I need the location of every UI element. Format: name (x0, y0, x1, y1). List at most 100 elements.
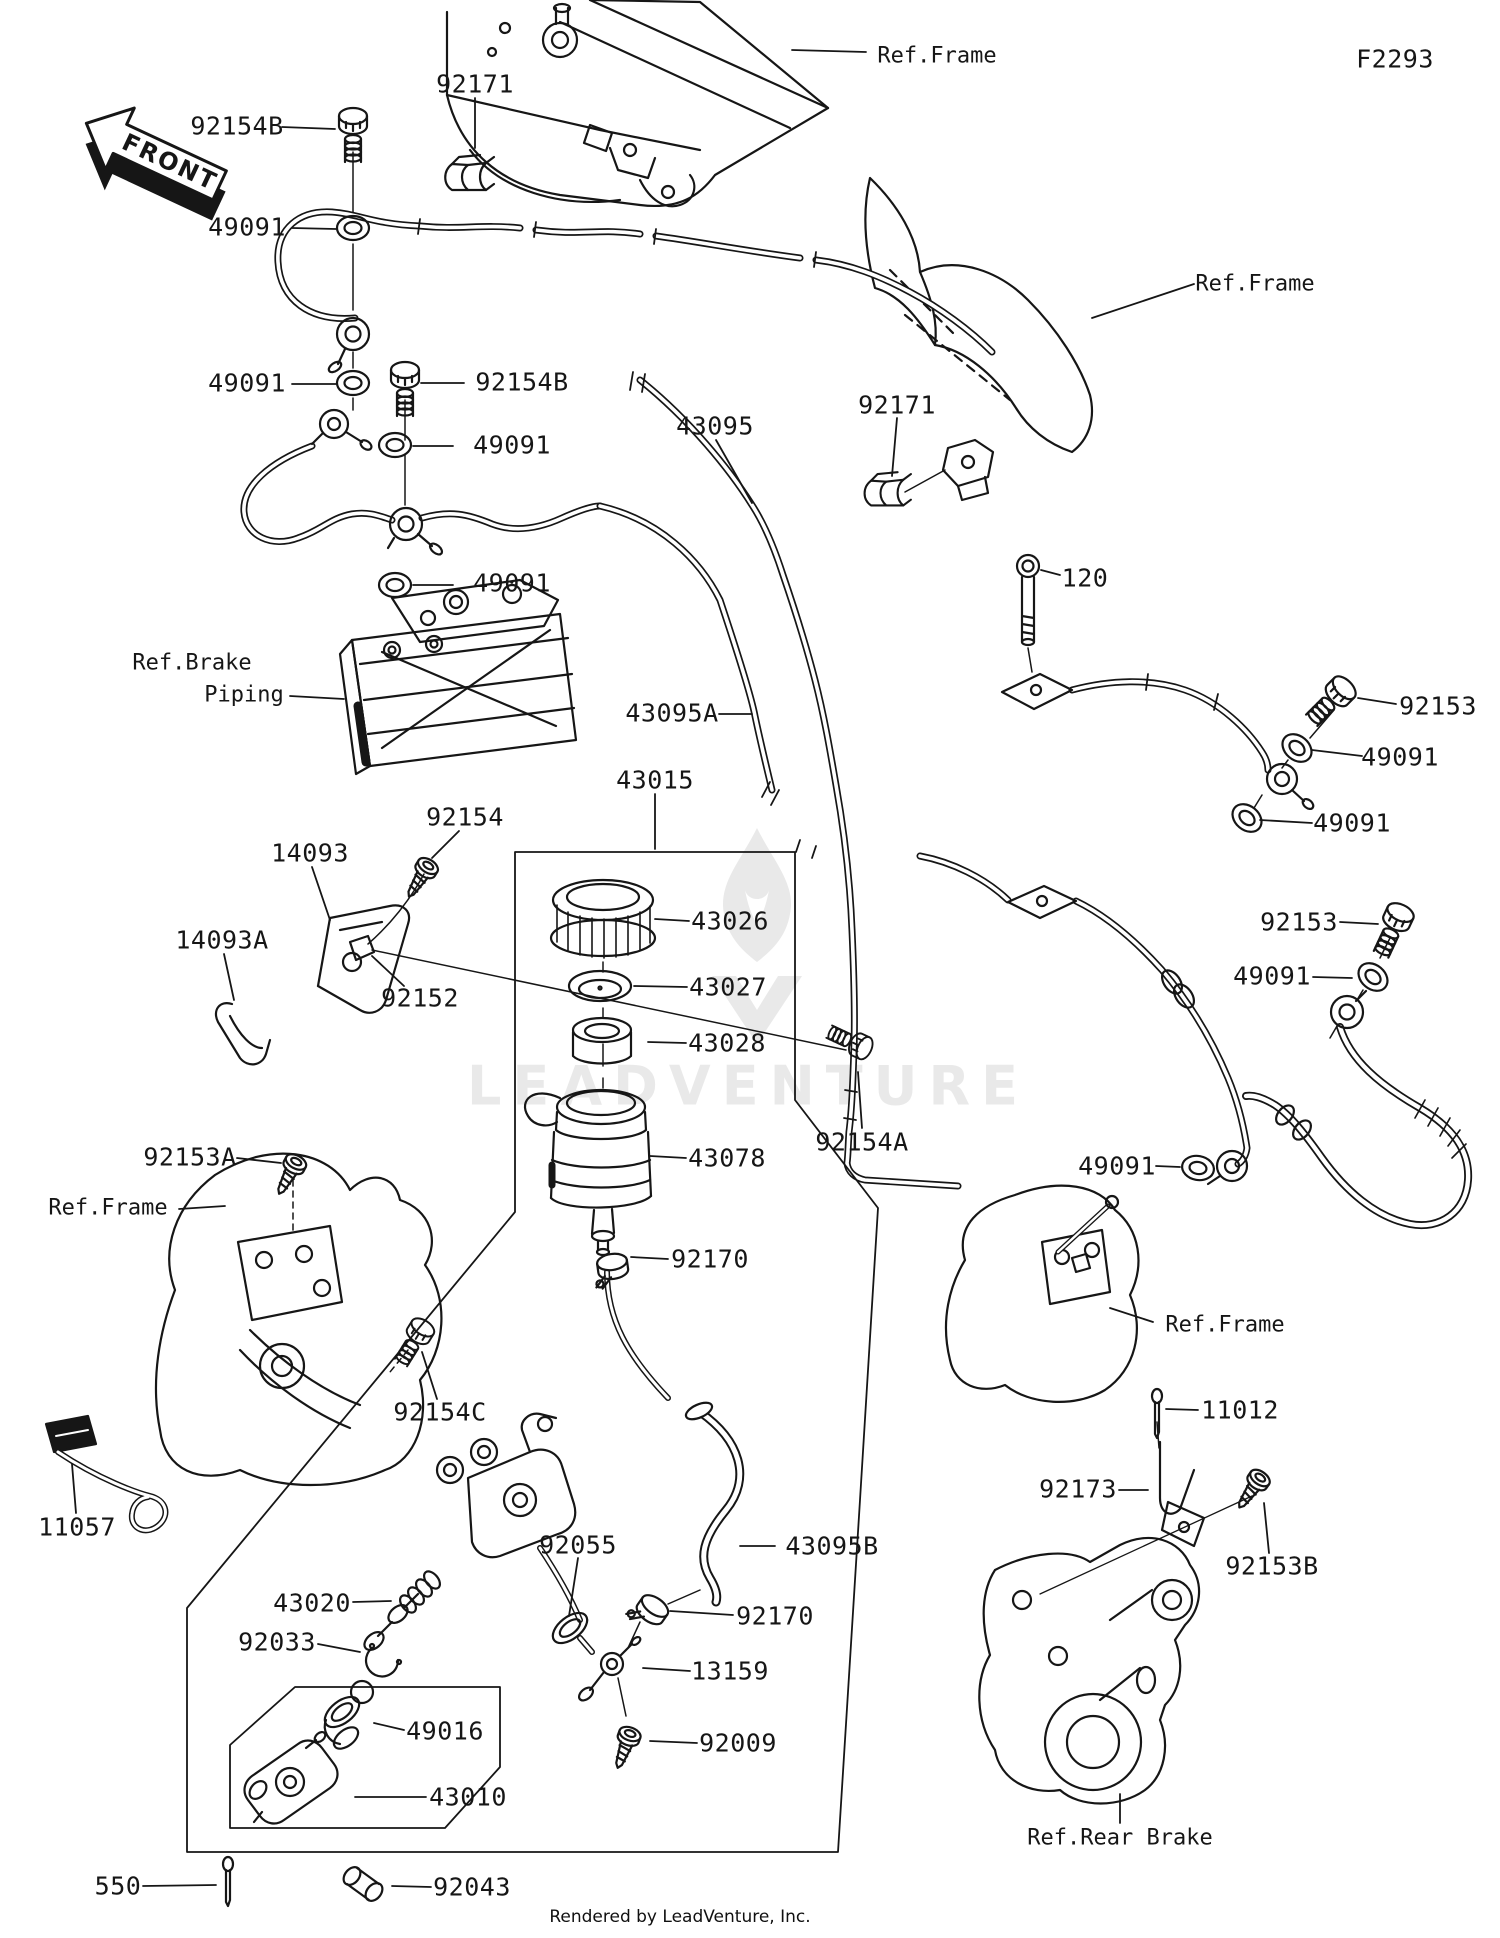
ref-label-frame: Ref.Frame (1165, 1312, 1285, 1338)
banjo-bolt-92154b2-icon (389, 360, 421, 418)
part-label-92153B[interactable]: 92153B (1225, 1551, 1319, 1581)
ref-label-brake-piping-line2: Piping (204, 682, 284, 708)
part-label-49091[interactable]: 49091 (1233, 961, 1311, 991)
part-label-11012[interactable]: 11012 (1201, 1395, 1279, 1425)
pin-550-icon (221, 1855, 235, 1908)
part-label-92033[interactable]: 92033 (238, 1627, 316, 1657)
banjo-bolt-92153b2-icon (1367, 898, 1418, 962)
washer-49091-icon (1225, 797, 1269, 839)
clip-92171-icon (444, 153, 496, 192)
banjo-bolt-92154b-icon (337, 106, 369, 164)
washer-49091-icon (335, 369, 371, 397)
part-label-43078[interactable]: 43078 (688, 1143, 766, 1173)
frame-right (944, 1184, 1140, 1404)
watermark-logo (712, 828, 802, 1044)
pipe-sleeve-marks (417, 218, 1219, 1121)
part-label-43095[interactable]: 43095 (676, 411, 754, 441)
clamp-92170-icon (590, 1250, 632, 1291)
render-credit: Rendered by LeadVenture, Inc. (549, 1907, 811, 1927)
part-label-43095B[interactable]: 43095B (785, 1531, 879, 1561)
part-label-92154C[interactable]: 92154C (393, 1397, 487, 1427)
frame-left (154, 1152, 443, 1487)
part-label-92170[interactable]: 92170 (671, 1244, 749, 1274)
part-label-92171[interactable]: 92171 (858, 390, 936, 420)
part-label-120[interactable]: 120 (1061, 563, 1109, 593)
part-label-92153[interactable]: 92153 (1399, 691, 1477, 721)
part-label-49091[interactable]: 49091 (1078, 1151, 1156, 1181)
part-label-92009[interactable]: 92009 (699, 1728, 777, 1758)
washer-49091-icon (1351, 956, 1395, 998)
part-label-43027[interactable]: 43027 (689, 972, 767, 1002)
part-label-49091[interactable]: 49091 (473, 568, 551, 598)
bolt-92154c-icon (389, 1313, 439, 1371)
washer-49091-icon (1275, 727, 1319, 769)
part-label-92154B[interactable]: 92154B (475, 367, 569, 397)
clamp-92170-icon (623, 1587, 673, 1637)
frame-top-right (864, 176, 1094, 502)
part-label-92152[interactable]: 92152 (381, 983, 459, 1013)
master-cylinder-assembly (435, 1412, 642, 1702)
part-label-92154A[interactable]: 92154A (815, 1127, 909, 1157)
cylinder-small-parts (243, 1570, 442, 1902)
bolt-120-icon (1015, 553, 1041, 647)
leader-lines (71, 49, 1397, 1888)
part-label-43015[interactable]: 43015 (616, 765, 694, 795)
part-label-92154B[interactable]: 92154B (190, 111, 284, 141)
brake-pipe-junction-lines (920, 682, 1268, 1164)
rear-brake-hose (1246, 1027, 1468, 1225)
watermark-text: LEADVENTURE (467, 1054, 1029, 1118)
part-label-92173[interactable]: 92173 (1039, 1474, 1117, 1504)
screw-92009-icon (606, 1723, 644, 1773)
part-label-14093[interactable]: 14093 (271, 838, 349, 868)
ref-label-brake-piping-line1: Ref.Brake (132, 650, 252, 676)
abs-unit (338, 578, 578, 776)
part-label-49091[interactable]: 49091 (208, 368, 286, 398)
part-label-92153[interactable]: 92153 (1260, 907, 1338, 937)
part-label-92154[interactable]: 92154 (426, 802, 504, 832)
part-label-43026[interactable]: 43026 (691, 906, 769, 936)
washer-49091-icon (335, 214, 371, 242)
part-label-13159[interactable]: 13159 (691, 1656, 769, 1686)
part-label-49091[interactable]: 49091 (1361, 742, 1439, 772)
washer-49091-icon (377, 571, 413, 599)
ref-label-rear-brake: Ref.Rear Brake (1027, 1825, 1213, 1851)
part-label-92153A[interactable]: 92153A (143, 1142, 237, 1172)
part-label-92043[interactable]: 92043 (433, 1872, 511, 1902)
part-label-550[interactable]: 550 (94, 1871, 142, 1901)
part-label-92171[interactable]: 92171 (436, 69, 514, 99)
ref-label-frame: Ref.Frame (1195, 271, 1315, 297)
reservoir-hose-43095b (607, 1272, 740, 1602)
banjo-bolt-92153-icon (1300, 671, 1361, 732)
brake-pipe-43095a (244, 446, 772, 790)
part-label-43028[interactable]: 43028 (688, 1028, 766, 1058)
part-label-11057[interactable]: 11057 (38, 1512, 116, 1542)
frame-top-center (445, 0, 830, 208)
part-label-43020[interactable]: 43020 (273, 1588, 351, 1618)
part-label-49091[interactable]: 49091 (1313, 808, 1391, 838)
clip-92171-icon (863, 471, 912, 507)
rear-brake-bracket (978, 1440, 1206, 1805)
reservoir-assembly (523, 878, 657, 1257)
part-label-14093A[interactable]: 14093A (175, 925, 269, 955)
brake-rod-11057 (44, 1414, 165, 1530)
ref-label-frame: Ref.Frame (48, 1195, 168, 1221)
part-label-49016[interactable]: 49016 (406, 1716, 484, 1746)
part-label-92055[interactable]: 92055 (539, 1530, 617, 1560)
reservoir-bracket-parts (214, 904, 411, 1066)
washer-49091-icon (1179, 1152, 1217, 1184)
diagram-code: F2293 (1356, 44, 1434, 74)
bolt-92154a-icon (823, 1019, 877, 1063)
screw-92153b-icon (1229, 1465, 1274, 1515)
ref-label-frame: Ref.Frame (877, 43, 997, 69)
washer-49091-icon (377, 431, 413, 459)
banjo-fittings (310, 316, 1368, 1186)
part-label-49091[interactable]: 49091 (473, 430, 551, 460)
screw-92153a-icon (268, 1149, 310, 1201)
part-label-43010[interactable]: 43010 (429, 1782, 507, 1812)
part-label-49091[interactable]: 49091 (208, 212, 286, 242)
part-label-43095A[interactable]: 43095A (625, 698, 719, 728)
part-label-92170[interactable]: 92170 (736, 1601, 814, 1631)
assembly-boxes (186, 851, 879, 1853)
